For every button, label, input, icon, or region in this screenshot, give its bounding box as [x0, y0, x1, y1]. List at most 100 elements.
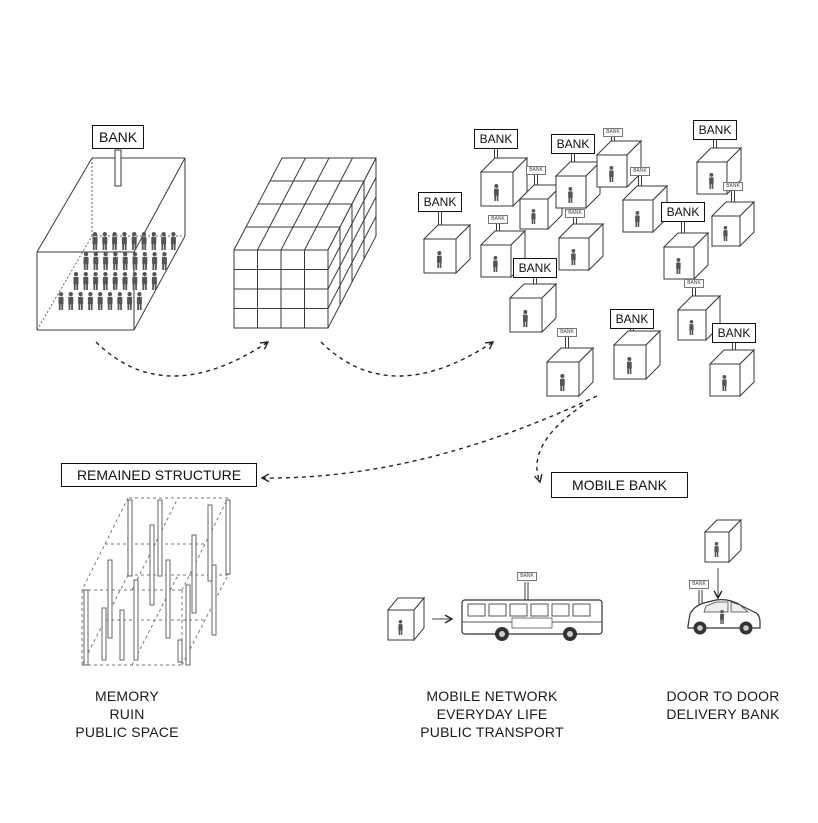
person-leg [113, 283, 115, 290]
person-head [709, 173, 714, 177]
person-leg [129, 303, 132, 310]
person-leg [525, 320, 528, 327]
car-window [730, 601, 750, 613]
arrow-head [484, 341, 495, 350]
person-body [112, 236, 118, 245]
person-body [568, 191, 573, 199]
person-body [122, 256, 128, 265]
person-body [58, 296, 64, 305]
person-head [98, 292, 103, 297]
person-leg [400, 629, 403, 635]
arrow-head [259, 341, 270, 350]
person-body [132, 276, 138, 285]
person-body [92, 236, 98, 245]
person-body [720, 613, 724, 620]
person-leg [171, 243, 174, 250]
person-leg [560, 384, 563, 391]
bank-sign-small: BANK [603, 128, 623, 137]
person-head [627, 357, 632, 362]
column [177, 639, 183, 663]
person-head [78, 292, 83, 297]
person-leg [568, 196, 571, 203]
person-leg [103, 283, 106, 290]
sign-post [698, 590, 703, 605]
bank-sign-small: BANK [517, 572, 537, 581]
person-leg [132, 243, 134, 250]
person-leg [142, 283, 145, 290]
caption-line: PUBLIC SPACE [75, 724, 179, 740]
person-head [141, 232, 147, 237]
bus-panel [511, 617, 553, 629]
person-leg [92, 243, 95, 250]
person-head [127, 292, 132, 297]
bus-hubcap [567, 631, 573, 637]
person-body [107, 296, 113, 305]
person-leg [103, 263, 106, 270]
small-bank-cube [662, 231, 710, 281]
person-leg [722, 384, 725, 391]
car-hubcap [743, 625, 749, 631]
original-bank-label: BANK [92, 125, 144, 149]
person-body [714, 546, 719, 553]
person-head [113, 272, 118, 277]
car [687, 599, 761, 635]
person-body [131, 236, 137, 245]
person-head [107, 292, 113, 297]
sign-stem [114, 149, 122, 187]
person-leg [162, 263, 165, 270]
person-head [398, 620, 403, 624]
person-head [142, 272, 147, 277]
remained-structure-label: REMAINED STRUCTURE [61, 463, 257, 487]
person-leg [637, 220, 640, 227]
person-body [151, 276, 157, 285]
car-window [703, 601, 729, 613]
person-leg [173, 243, 176, 250]
bank-sign: BANK [474, 129, 518, 149]
person-head [132, 232, 137, 237]
person-leg [398, 629, 401, 635]
caption-line: PUBLIC TRANSPORT [420, 724, 564, 740]
column [191, 534, 197, 614]
small-bank-cube [557, 222, 605, 272]
caption-mobile-network: MOBILE NETWORK EVERYDAY LIFE PUBLIC TRAN… [402, 687, 582, 741]
column [127, 499, 133, 577]
person-head [93, 272, 98, 277]
person-leg [98, 303, 100, 310]
person-leg [676, 267, 679, 274]
person-body [117, 296, 123, 305]
person-body [112, 276, 118, 285]
edge [36, 157, 93, 253]
person-leg [439, 261, 442, 268]
person-leg [562, 384, 565, 391]
person-leg [144, 243, 147, 250]
person-leg [71, 303, 73, 310]
person-head [689, 320, 694, 324]
person-head [494, 184, 499, 189]
person-leg [123, 263, 125, 270]
bank-sign-small: BANK [684, 279, 704, 288]
person-leg [495, 265, 498, 272]
person-leg [100, 303, 103, 310]
person-body [132, 256, 138, 265]
person-leg [115, 263, 118, 270]
bank-sign: BANK [513, 258, 557, 278]
person-leg [164, 263, 167, 270]
person-body [436, 255, 442, 263]
person-body [152, 256, 158, 265]
small-bank-cube [595, 139, 643, 189]
caption-line: DELIVERY BANK [666, 706, 780, 722]
person-head [635, 211, 640, 215]
person-head [93, 252, 98, 257]
person-body [151, 236, 157, 245]
person-body [559, 378, 565, 386]
person-leg [73, 283, 76, 290]
person-body [83, 276, 89, 285]
small-bank-cube [554, 160, 602, 210]
person-leg [709, 182, 712, 189]
column [101, 607, 107, 661]
caption-line: RUIN [109, 706, 145, 722]
person-leg [627, 367, 630, 374]
bank-sign-small: BANK [557, 328, 577, 337]
